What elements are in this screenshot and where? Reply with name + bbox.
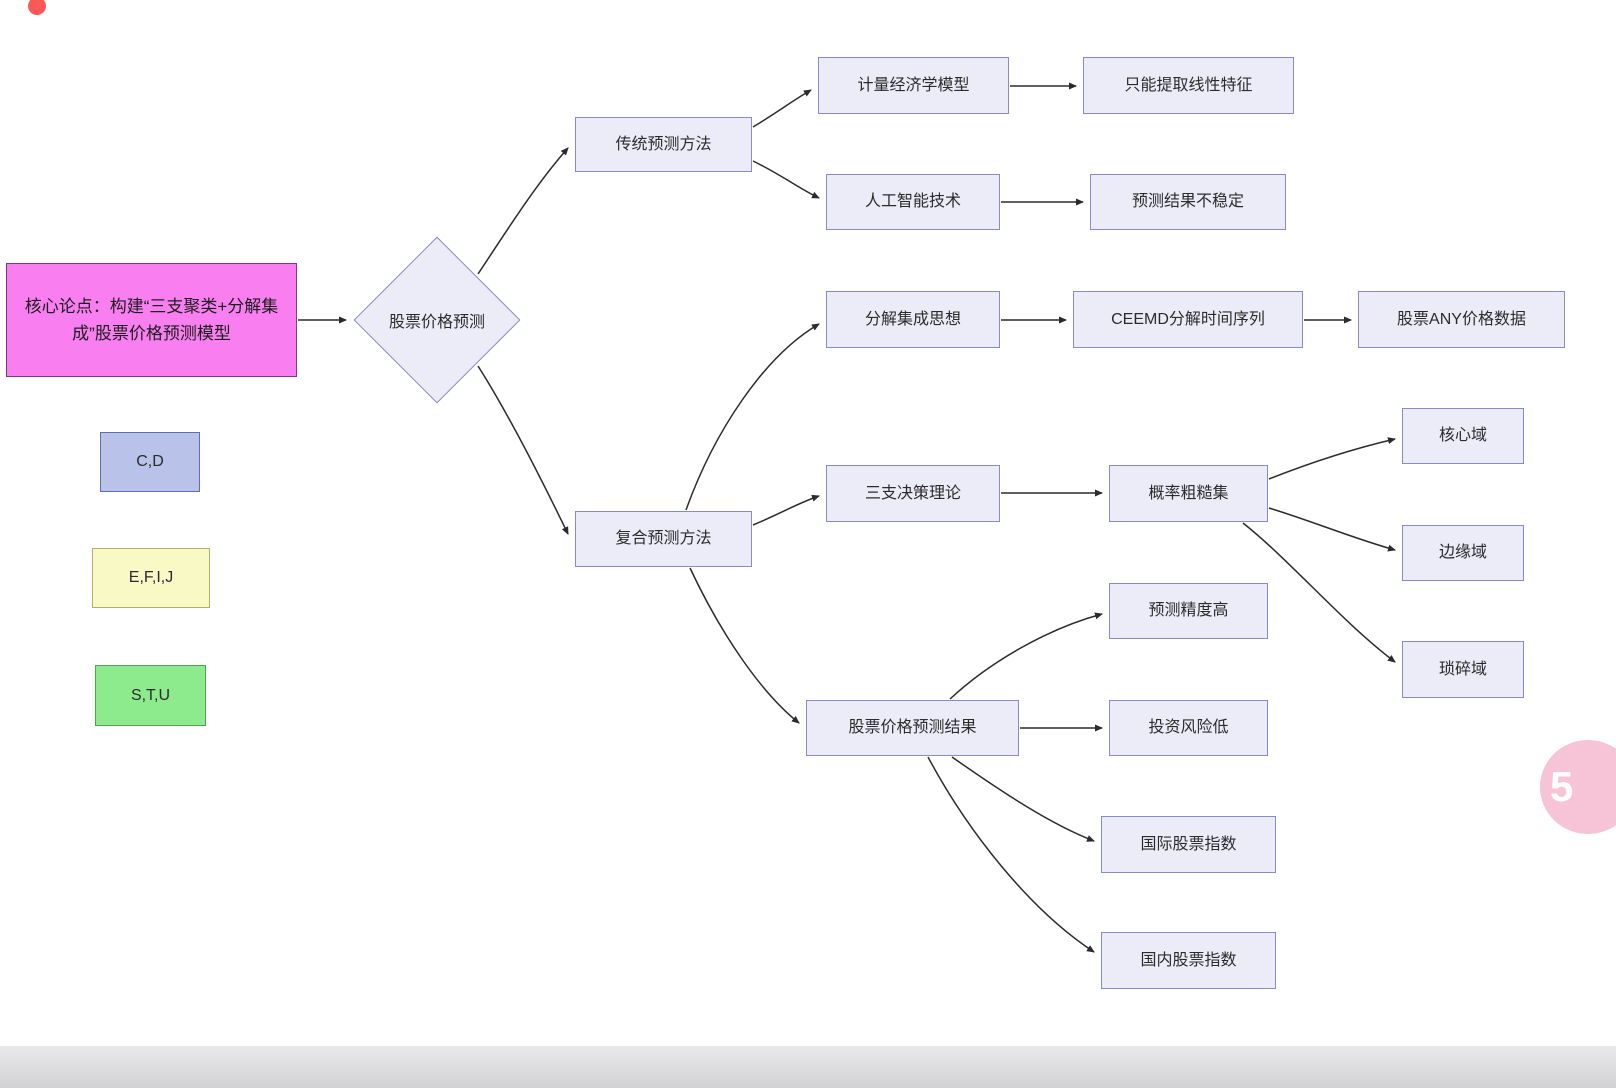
node-composite-method[interactable]: 复合预测方法 [575, 511, 752, 567]
node-decomposition-idea[interactable]: 分解集成思想 [826, 291, 1000, 348]
legend-box-cd[interactable]: C,D [100, 432, 200, 492]
edge-probrough-to-trivial [1242, 522, 1396, 663]
node-probabilistic-rough-set[interactable]: 概率粗糙集 [1109, 465, 1268, 522]
edge-composite-to-threeway [752, 494, 820, 526]
bottom-strip [0, 1046, 1616, 1088]
edge-probrough-to-boundary [1268, 507, 1396, 552]
node-prediction-result[interactable]: 股票价格预测结果 [806, 700, 1019, 756]
edge-result-to-intl [951, 756, 1095, 842]
edge-result-to-domestic [927, 756, 1095, 953]
node-boundary-domain[interactable]: 边缘域 [1402, 525, 1524, 581]
decision-diamond-label: 股票价格预测 [388, 314, 485, 331]
edge-decision-to-composite [477, 365, 569, 535]
node-linear-feature-only[interactable]: 只能提取线性特征 [1083, 57, 1294, 114]
node-high-accuracy[interactable]: 预测精度高 [1109, 583, 1268, 639]
node-core-domain[interactable]: 核心域 [1402, 408, 1524, 464]
node-econometric-model[interactable]: 计量经济学模型 [818, 57, 1009, 114]
node-unstable-result[interactable]: 预测结果不稳定 [1090, 174, 1286, 230]
node-traditional-method[interactable]: 传统预测方法 [575, 117, 752, 172]
edge-composite-to-result [689, 567, 800, 724]
node-any-price-data[interactable]: 股票ANY价格数据 [1358, 291, 1565, 348]
node-ceemd-series[interactable]: CEEMD分解时间序列 [1073, 291, 1303, 348]
node-international-index[interactable]: 国际股票指数 [1101, 816, 1276, 873]
edge-decision-to-traditional [477, 147, 569, 275]
node-core-thesis[interactable]: 核心论点：构建“三支聚类+分解集成”股票价格预测模型 [6, 263, 297, 377]
edge-composite-to-decomposition [685, 323, 820, 511]
legend-box-stu[interactable]: S,T,U [95, 665, 206, 726]
node-low-investment-risk[interactable]: 投资风险低 [1109, 700, 1268, 756]
floating-badge[interactable]: 5 [1540, 740, 1616, 834]
edge-traditional-to-ai [752, 160, 820, 199]
node-domestic-index[interactable]: 国内股票指数 [1101, 932, 1276, 989]
edge-traditional-to-econometric [752, 89, 812, 128]
edge-probrough-to-coredomain [1268, 437, 1396, 480]
edge-result-to-accuracy [949, 612, 1103, 700]
node-trivial-domain[interactable]: 琐碎域 [1402, 641, 1524, 698]
node-three-way-decision[interactable]: 三支决策理论 [826, 465, 1000, 522]
red-dot-decoration [28, 0, 46, 15]
node-ai-technology[interactable]: 人工智能技术 [826, 174, 1000, 230]
legend-box-efij[interactable]: E,F,I,J [92, 548, 210, 608]
